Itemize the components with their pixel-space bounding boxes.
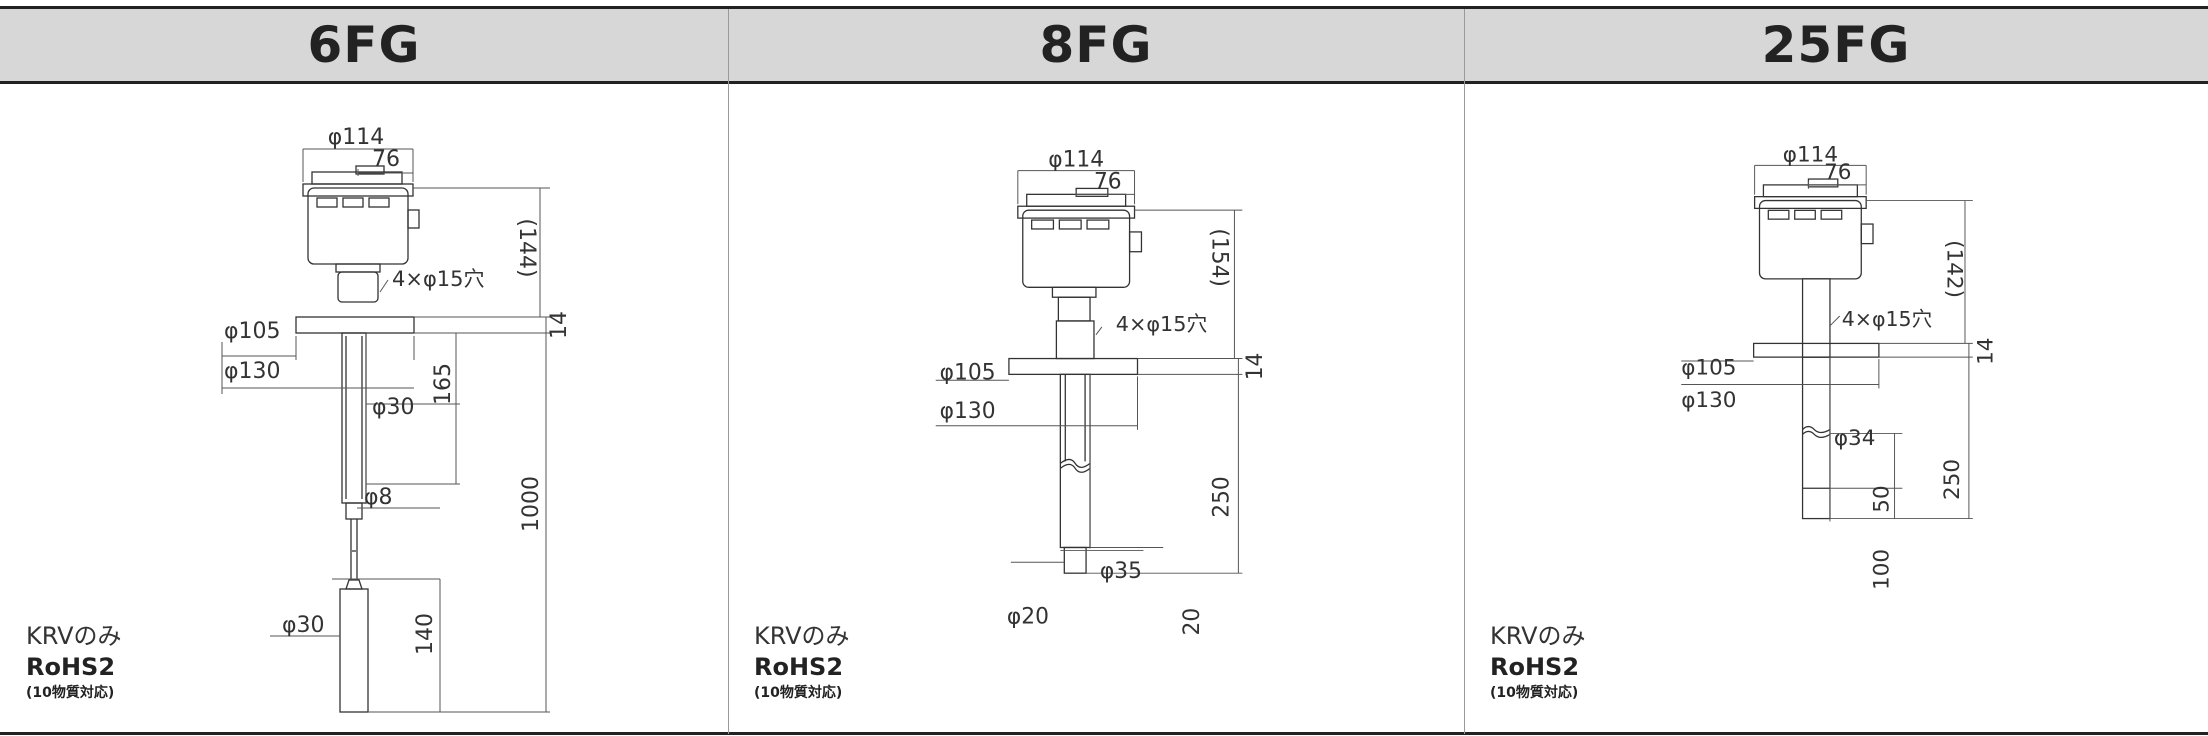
dim-tip-len: 20 — [1180, 608, 1205, 636]
drawing-6fg: φ114 76 (144) 4×φ15穴 14 φ105 φ130 165 φ3… — [221, 125, 572, 713]
housing-cap-top — [355, 165, 385, 175]
dim-probe-dia: φ35 — [1100, 559, 1142, 584]
dim-head-dia: φ114 — [328, 125, 385, 150]
panel-8fg: φ114 76 (154) 4×φ15穴 14 φ105 φ130 250 φ3… — [728, 84, 1464, 732]
dim-probe-len: 250 — [1210, 476, 1235, 518]
dim-seg1-len: 50 — [1870, 485, 1895, 512]
note-rohs-sub: (10物質対応) — [754, 685, 843, 701]
dim-probe-len: 250 — [1940, 459, 1965, 500]
dim-flange-dia: φ130 — [1681, 388, 1736, 413]
dim-head-height: (154) — [1207, 228, 1232, 286]
dim-head-height: (142) — [1941, 240, 1966, 298]
dim-probe-dia: φ34 — [1834, 426, 1876, 451]
flange — [295, 316, 415, 334]
weight — [339, 588, 369, 713]
housing-body — [307, 187, 409, 265]
dim-flange-thk: 14 — [1243, 353, 1268, 381]
probe-tip — [1063, 546, 1087, 574]
cable-gland — [1860, 223, 1874, 245]
neck — [1055, 320, 1095, 360]
dim-flange-thk: 14 — [547, 311, 572, 339]
dim-head-offset: 76 — [1094, 169, 1122, 194]
column-divider — [728, 9, 729, 734]
dim-wire-dia: φ8 — [364, 485, 393, 510]
note-block: KRVのみ RoHS2 (10物質対応) — [1490, 616, 1586, 702]
dim-pcd: φ105 — [940, 360, 996, 385]
dim-head-offset: 76 — [372, 147, 400, 172]
panel-25fg: φ114 76 (142) 4×φ15穴 14 φ105 φ130 φ34 25… — [1464, 84, 2208, 732]
dim-head-offset: 76 — [1824, 160, 1851, 185]
note-krv: KRVのみ — [1490, 622, 1586, 650]
dim-flange-dia: φ130 — [940, 399, 996, 424]
housing-cap — [311, 171, 403, 185]
cable-gland — [407, 209, 420, 229]
dim-pcd: φ105 — [224, 319, 281, 344]
neck — [337, 271, 379, 303]
note-rohs: RoHS2 — [1490, 653, 1580, 681]
model-title-6fg: 6FG — [307, 16, 421, 74]
housing-lid — [1753, 196, 1867, 210]
flange — [1752, 342, 1880, 358]
dim-head-dia: φ114 — [1783, 142, 1838, 167]
housing-lid — [1017, 205, 1136, 219]
header-rule — [0, 81, 2208, 84]
drawing-25fg: φ114 76 (142) 4×φ15穴 14 φ105 φ130 φ34 25… — [1681, 142, 1998, 590]
housing-lid — [302, 183, 414, 197]
dim-holes: 4×φ15穴 — [1116, 312, 1208, 336]
neck — [1801, 278, 1831, 358]
header-bar — [0, 9, 2208, 81]
dim-head-dia: φ114 — [1048, 148, 1104, 173]
cable-gland — [1128, 231, 1143, 253]
note-rohs-sub: (10物質対応) — [26, 685, 115, 701]
note-krv: KRVのみ — [26, 622, 122, 650]
dim-tip-dia: φ20 — [1007, 605, 1049, 630]
panel-6fg: φ114 76 (144) 4×φ15穴 14 φ105 φ130 165 φ3… — [0, 84, 728, 732]
note-block: KRVのみ RoHS2 (10物質対応) — [26, 616, 122, 702]
note-block: KRVのみ RoHS2 (10物質対応) — [754, 616, 850, 702]
note-rohs-sub: (10物質対応) — [1490, 685, 1579, 701]
top-rule — [0, 6, 2208, 9]
column-divider — [1464, 9, 1465, 734]
model-title-25fg: 25FG — [1761, 16, 1911, 74]
probe — [1801, 356, 1831, 520]
note-rohs: RoHS2 — [754, 653, 844, 681]
model-title-8fg: 8FG — [1039, 16, 1153, 74]
dim-total: 1000 — [519, 476, 544, 532]
housing-body — [1022, 209, 1131, 288]
housing-body — [1758, 199, 1862, 280]
flange — [1008, 357, 1139, 376]
dim-rod-len: 165 — [431, 363, 456, 405]
bottom-rule — [0, 732, 2208, 735]
note-rohs: RoHS2 — [26, 653, 116, 681]
dim-weight-len: 140 — [413, 613, 438, 655]
dim-seg2-len: 100 — [1870, 549, 1895, 590]
dim-head-height: (144) — [514, 218, 539, 277]
drawing-8fg: φ114 76 (154) 4×φ15穴 14 φ105 φ130 250 φ3… — [935, 148, 1268, 636]
dim-flange-thk: 14 — [1973, 338, 1998, 365]
dim-flange-dia: φ130 — [224, 359, 281, 384]
dim-weight-dia: φ30 — [282, 613, 325, 638]
dim-holes: 4×φ15穴 — [1842, 307, 1932, 331]
dim-rod-dia: φ30 — [372, 395, 415, 420]
dim-holes: 4×φ15穴 — [392, 267, 485, 291]
note-krv: KRVのみ — [754, 622, 850, 650]
dim-pcd: φ105 — [1681, 356, 1736, 381]
